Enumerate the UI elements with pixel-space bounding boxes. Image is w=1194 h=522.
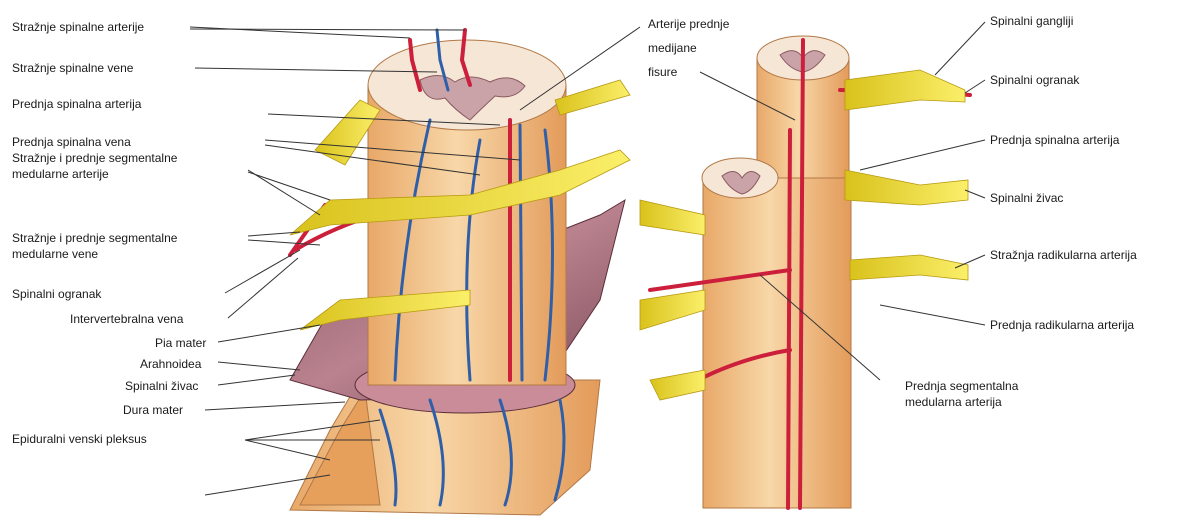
- label-spinal-nerve-right: Spinalni živac: [990, 191, 1063, 205]
- label-posterior-radicular-artery: Stražnja radikularna arterija: [990, 248, 1137, 262]
- label-dura-mater: Dura mater: [123, 403, 183, 417]
- label-segmental-medullary-arteries: Stražnje i prednje segmentalne medularne…: [12, 150, 177, 182]
- label-epidural-venous-plexus: Epiduralni venski pleksus: [12, 432, 147, 446]
- label-spinal-ganglia: Spinalni gangliji: [990, 14, 1073, 28]
- label-pia-mater: Pia mater: [155, 336, 206, 350]
- label-anterior-spinal-artery: Prednja spinalna arterija: [12, 97, 141, 111]
- label-segmental-medullary-veins: Stražnje i prednje segmentalne medularne…: [12, 230, 177, 262]
- label-anterior-spinal-vein: Prednja spinalna vena: [12, 135, 131, 149]
- left-cord-figure: [290, 30, 630, 515]
- right-cord-figure: [640, 36, 970, 508]
- label-arachnoid: Arahnoidea: [140, 357, 201, 371]
- label-anterior-median-fissure-arteries: Arterije prednje medijane fisure: [648, 12, 729, 84]
- right-cord-lower: [703, 178, 851, 508]
- label-anterior-segmental-medullary-artery: Prednja segmentalna medularna arterija: [905, 378, 1018, 410]
- label-spinal-nerve-left: Spinalni živac: [125, 379, 198, 393]
- label-posterior-spinal-arteries: Stražnje spinalne arterije: [12, 20, 144, 34]
- label-spinal-branch-left: Spinalni ogranak: [12, 287, 101, 301]
- label-anterior-spinal-artery-right: Prednja spinalna arterija: [990, 133, 1119, 147]
- label-intervertebral-vein: Intervertebralna vena: [70, 312, 183, 326]
- label-spinal-branch-right: Spinalni ogranak: [990, 73, 1079, 87]
- label-posterior-spinal-veins: Stražnje spinalne vene: [12, 61, 133, 75]
- label-anterior-radicular-artery: Prednja radikularna arterija: [990, 318, 1134, 332]
